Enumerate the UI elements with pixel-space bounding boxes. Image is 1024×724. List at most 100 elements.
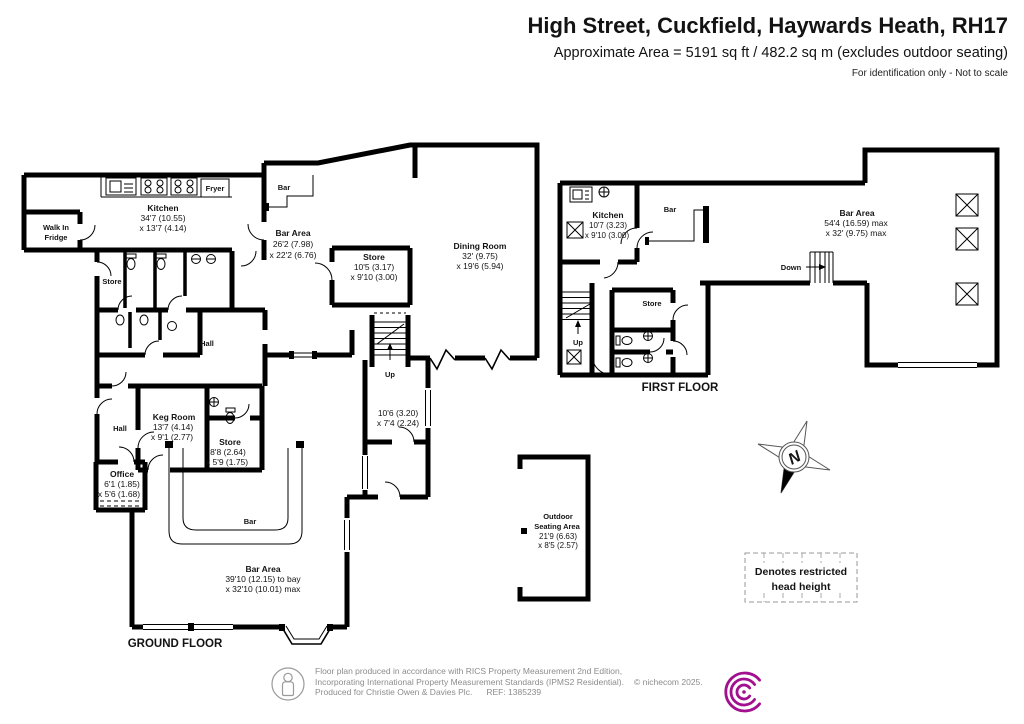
reference-number: REF: 1385239 (486, 687, 542, 698)
zigzag-break-icon (429, 348, 511, 371)
toilet-icon (125, 253, 137, 259)
gf-walk-in-fridge-label: Walk In (43, 223, 69, 232)
gf-dining-dim1: 32' (9.75) (462, 251, 498, 261)
legend-line1: Denotes restricted (755, 566, 847, 578)
ff-kitchen-appliances (569, 186, 610, 203)
basin-icon (167, 321, 177, 331)
toilet-icon (615, 335, 621, 346)
sink-icon (105, 177, 137, 196)
disclaimer-text: Floor plan produced in accordance with R… (315, 666, 703, 698)
gf-office-label: Office (110, 469, 134, 479)
disclaimer-line3: Produced for Christie Owen & Davies Plc. (315, 687, 473, 698)
gf-keg-room-dim2: x 9'1 (2.77) (151, 432, 193, 442)
gf-keg-room-dim1: 13'7 (4.14) (153, 422, 194, 432)
gf-windows (143, 390, 431, 631)
fryer-box (200, 178, 230, 198)
identification-note: For identification only - Not to scale (851, 68, 1008, 79)
gf-hall-south-label: Hall (113, 424, 127, 433)
ff-kitchen-dim2: x 9'10 (3.00) (585, 231, 630, 240)
gf-store-south-label: Store (219, 437, 241, 447)
ff-kitchen-label: Kitchen (592, 210, 623, 220)
outdoor-dim1: 21'9 (6.63) (539, 532, 577, 541)
gf-fryer-label: Fryer (206, 184, 225, 193)
person-icon (271, 667, 305, 701)
gf-bar-north-label: Bar (278, 183, 291, 192)
gf-store-south-dim1: 8'8 (2.64) (210, 447, 246, 457)
copyright-text: © nichecom 2025. (634, 676, 703, 687)
ff-door-arcs (591, 227, 689, 376)
ff-down-label: Down (781, 263, 802, 272)
gf-lobby-dim1: 10'6 (3.20) (378, 408, 419, 418)
basin-icon (115, 314, 125, 326)
gf-lobby-dim2: x 7'4 (2.24) (377, 418, 419, 428)
ff-bar-area-dim1: 54'4 (16.59) max (824, 218, 888, 228)
ff-bar-area-dim2: x 32' (9.75) max (826, 228, 887, 238)
gf-walls (21, 142, 540, 630)
gf-bar-counter-north (263, 175, 314, 211)
ff-stairs-up (562, 291, 592, 334)
gf-bar-south-label: Bar (244, 517, 257, 526)
ff-store-label: Store (642, 299, 661, 308)
basin-icon (139, 314, 149, 326)
ff-bar-counter (645, 206, 709, 245)
gf-kitchen-label: Kitchen (147, 203, 178, 213)
gf-double-door (289, 351, 317, 359)
basin-icon (206, 254, 216, 264)
first-floor-title: FIRST FLOOR (642, 382, 719, 394)
gf-walk-in-fridge-label2: Fridge (45, 233, 68, 242)
bay-window (279, 624, 333, 645)
gf-bar-area-north-label: Bar Area (275, 228, 310, 238)
gf-hall-north-label: Hall (200, 339, 214, 348)
gf-keg-room-label: Keg Room (153, 412, 196, 422)
gf-partition-walls (123, 251, 187, 348)
ff-walls (557, 147, 1000, 378)
ff-bar-area-label: Bar Area (839, 208, 874, 218)
gf-bar-area-south-dim2: x 32'10 (10.01) max (226, 584, 302, 594)
nichecom-logo-icon (724, 671, 761, 713)
restricted-height-marker (955, 193, 979, 306)
toilet-icon (155, 253, 167, 259)
ff-sanitary-fixtures (615, 331, 653, 368)
legend-line2: head height (772, 581, 831, 593)
gf-sanitary-fixtures (115, 253, 236, 424)
gf-store-mid-label: Store (363, 252, 385, 262)
gf-stairs-up (374, 312, 406, 360)
gf-kitchen-dim2: x 13'7 (4.14) (140, 223, 187, 233)
ff-window (898, 362, 977, 368)
outdoor-bullet (521, 528, 527, 534)
gf-kitchen-appliances (100, 175, 232, 198)
gf-office-dim2: x 5'6 (1.68) (98, 489, 140, 499)
stove-icon (170, 177, 198, 196)
gf-store-mid-dim1: 10'5 (3.17) (354, 262, 395, 272)
disclaimer-line1: Floor plan produced in accordance with R… (315, 666, 623, 676)
gf-door-arcs (79, 223, 415, 498)
gf-kitchen-dim1: 34'7 (10.55) (140, 213, 185, 223)
gf-bar-area-south-label: Bar Area (245, 564, 280, 574)
basin-icon (209, 397, 219, 407)
ff-stairs-down (806, 251, 834, 283)
gf-bar-counter-south (165, 441, 304, 545)
ff-kitchen-dim1: 10'7 (3.23) (589, 221, 627, 230)
stove-icon (140, 177, 168, 196)
restricted-height-marker (566, 349, 582, 365)
outdoor-dim2: x 8'5 (2.57) (538, 541, 578, 550)
sink-icon (569, 186, 593, 203)
gf-store-north-label: Store (102, 277, 121, 286)
gf-bar-area-south-dim1: 39'10 (12.15) to bay (225, 574, 301, 584)
restricted-height-marker (566, 221, 584, 239)
outdoor-label2: Seating Area (534, 522, 580, 531)
basin-icon (191, 254, 201, 264)
legend-restricted-head-height: Denotes restricted head height (744, 552, 858, 603)
plan-header: High Street, Cuckfield, Haywards Heath, … (528, 13, 1008, 79)
footer: Floor plan produced in accordance with R… (270, 666, 703, 703)
outdoor-seating-area: Outdoor Seating Area 21'9 (6.63) x 8'5 (… (517, 454, 591, 602)
gf-store-mid-dim2: x 9'10 (3.00) (351, 272, 398, 282)
ff-bar-label: Bar (664, 205, 677, 214)
ground-floor-plan: Walk In Fridge Kitchen 34'7 (10.55) x 13… (21, 142, 540, 650)
outdoor-label1: Outdoor (543, 512, 573, 521)
compass-rose: N (757, 420, 831, 494)
page-title: High Street, Cuckfield, Haywards Heath, … (527, 13, 1008, 38)
disclaimer-line2: Incorporating International Property Mea… (315, 676, 624, 687)
